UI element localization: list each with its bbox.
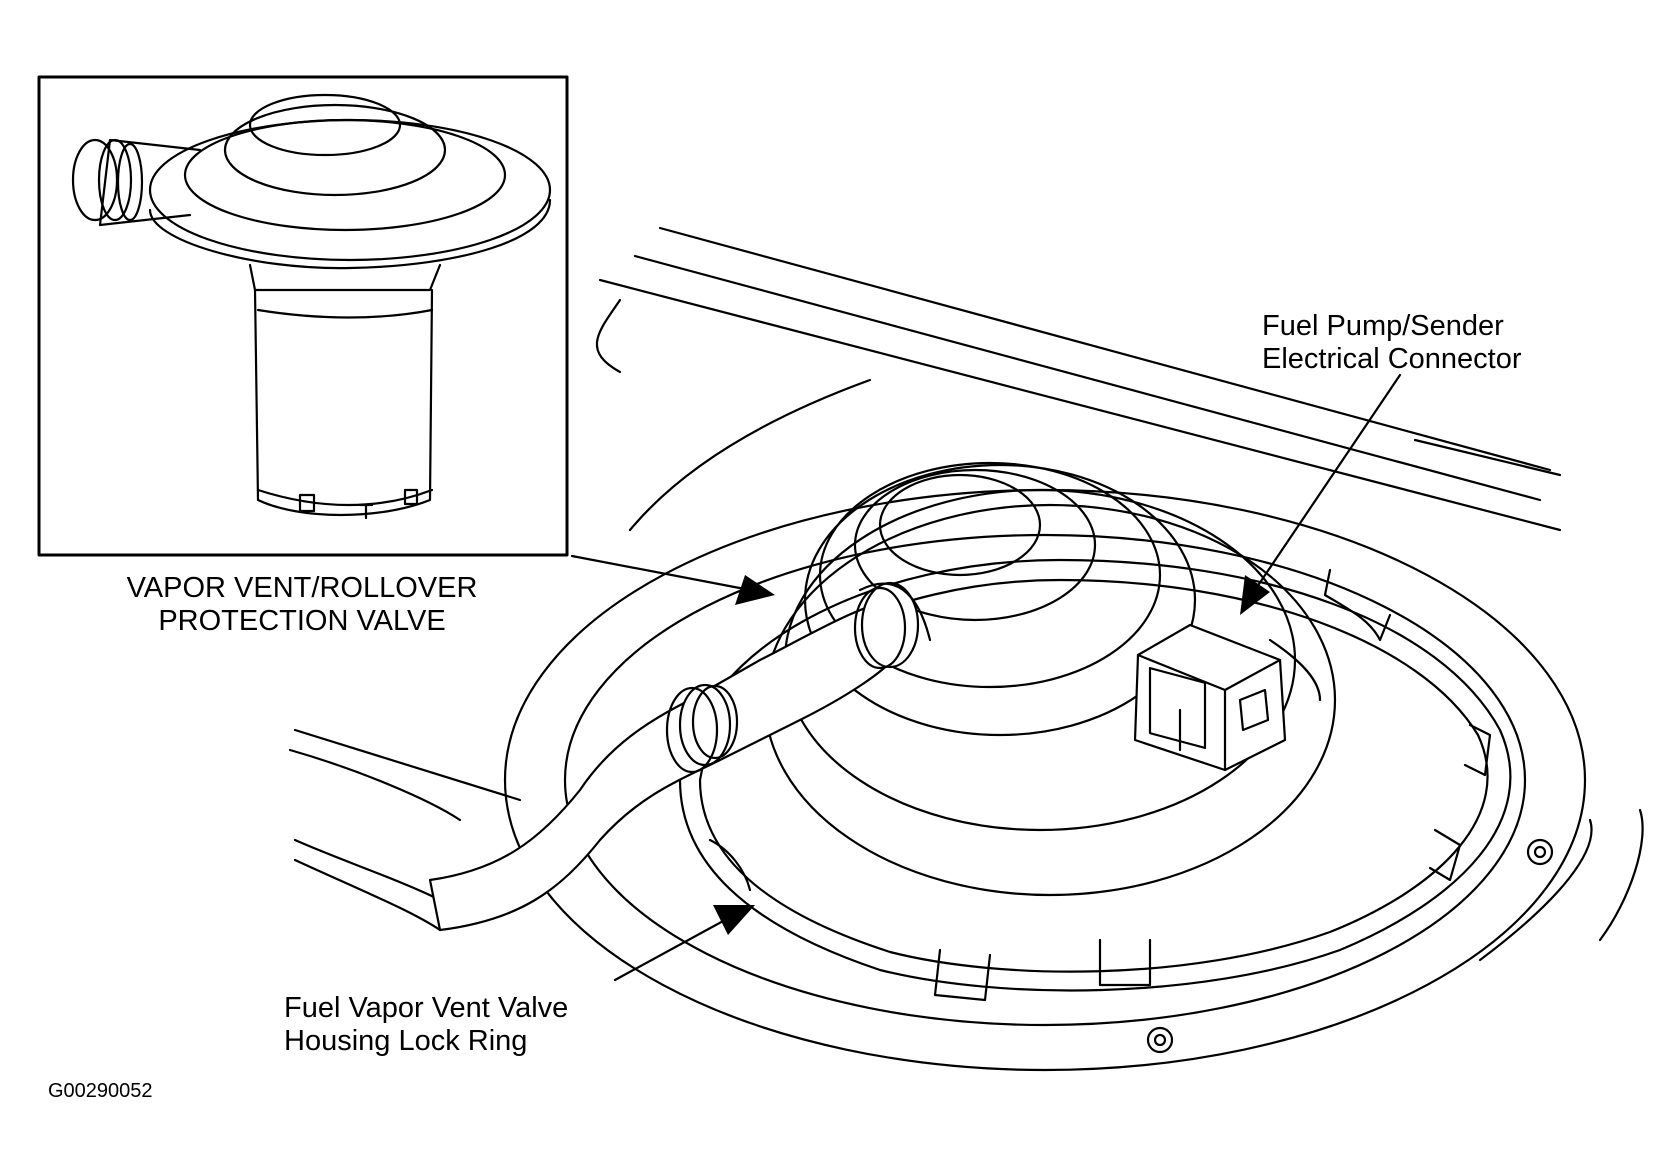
lock-ring	[678, 558, 1512, 1002]
inset-panel	[37, 75, 569, 557]
connector-label: Fuel Pump/Sender Electrical Connector	[1262, 310, 1522, 376]
leader-lines	[570, 373, 1402, 982]
vent-hose	[428, 581, 932, 932]
connector-label-line-2: Electrical Connector	[1262, 343, 1522, 375]
inset-caption: VAPOR VENT/ROLLOVER PROTECTION VALVE	[92, 572, 512, 638]
connector-label-line-1: Fuel Pump/Sender	[1262, 310, 1504, 342]
lock-ring-label-line-2: Housing Lock Ring	[284, 1025, 528, 1057]
electrical-connector	[1133, 623, 1287, 772]
tank-surface-lines	[288, 226, 1644, 962]
lock-ring-label-line-1: Fuel Vapor Vent Valve	[284, 992, 569, 1024]
inset-caption-line-1: VAPOR VENT/ROLLOVER	[126, 572, 478, 604]
inset-caption-line-2: PROTECTION VALVE	[158, 605, 446, 637]
figure-code: G00290052	[48, 1080, 153, 1102]
lock-ring-label: Fuel Vapor Vent Valve Housing Lock Ring	[284, 992, 568, 1058]
